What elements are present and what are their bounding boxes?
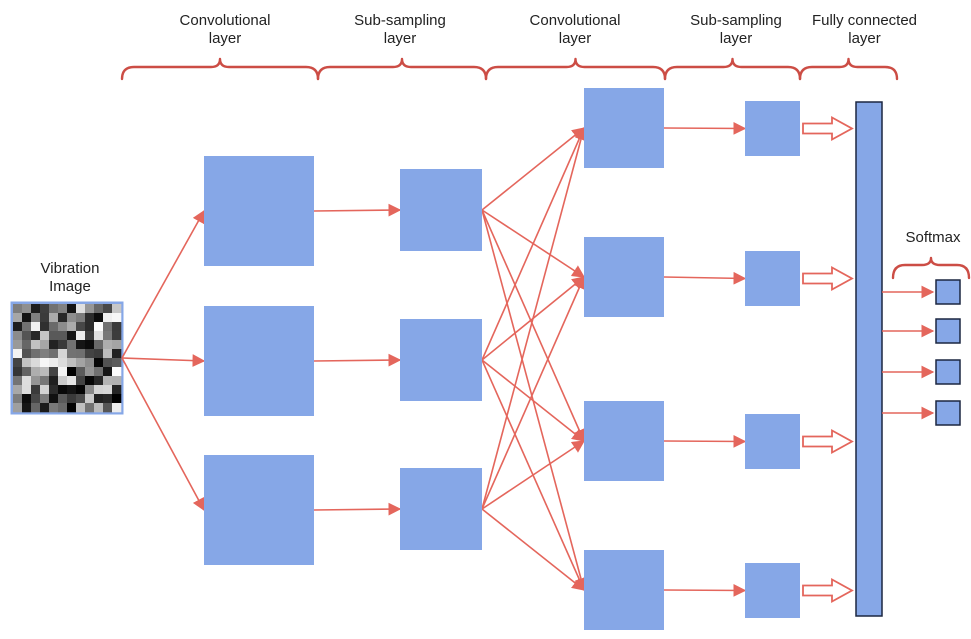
arrow-input-conv1-0 [121, 209, 205, 359]
header-sub1-line2: layer [383, 30, 417, 47]
softmax-output-2 [935, 359, 961, 385]
arrow-conv1-sub1-0 [313, 203, 402, 217]
input-label-line1: Vibration [40, 260, 100, 277]
conv1-feature-map-2 [204, 455, 314, 565]
header-conv2-line2: layer [558, 30, 592, 47]
conv2-feature-map-0 [584, 88, 664, 168]
brace-conv1 [120, 57, 320, 81]
header-fc-line1: Fully connected [811, 12, 918, 29]
header-sub2: Sub-sampling layer [666, 12, 806, 48]
arrow-sub1-2-conv2-0 [481, 126, 588, 510]
softmax-output-1 [935, 318, 961, 344]
hollow-arrow-fc-1 [802, 265, 854, 292]
header-sub1: Sub-sampling layer [325, 12, 475, 48]
brace-fc [798, 57, 899, 81]
brace-sub1 [316, 57, 488, 81]
brace-conv2 [484, 57, 667, 81]
conv2-feature-map-2 [584, 401, 664, 481]
sub2-feature-map-3 [745, 563, 800, 618]
conv2-feature-map-3 [584, 550, 664, 630]
header-sub2-line2: layer [719, 30, 753, 47]
input-label: Vibration Image [15, 260, 125, 296]
arrow-conv2-sub2-0 [663, 122, 747, 135]
arrow-conv1-sub1-2 [313, 502, 402, 516]
sub1-feature-map-1 [400, 319, 482, 401]
sub2-feature-map-2 [745, 414, 800, 469]
arrow-sub1-1-conv2-2 [481, 359, 586, 442]
arrow-sub1-0-conv2-0 [481, 127, 585, 211]
brace-softmax [891, 256, 971, 280]
conv1-feature-map-1 [204, 306, 314, 416]
arrow-conv2-sub2-3 [663, 584, 747, 597]
header-conv1-line2: layer [208, 30, 242, 47]
brace-sub2 [663, 57, 802, 81]
arrow-sub1-0-conv2-2 [481, 209, 586, 443]
conv1-feature-map-0 [204, 156, 314, 266]
softmax-output-3 [935, 400, 961, 426]
fully-connected-bar [855, 101, 883, 617]
arrow-conv2-sub2-1 [663, 271, 747, 285]
vibration-image [10, 301, 124, 415]
hollow-arrow-fc-3 [802, 577, 854, 604]
header-conv2-line1: Convolutional [529, 12, 621, 29]
sub1-feature-map-0 [400, 169, 482, 251]
header-conv2: Convolutional layer [500, 12, 650, 48]
header-fc-line2: layer [848, 30, 881, 47]
arrow-sub1-2-conv2-1 [481, 275, 586, 510]
hollow-arrow-fc-0 [802, 115, 854, 142]
arrow-conv1-sub1-1 [313, 353, 402, 367]
arrow-sub1-1-conv2-0 [481, 126, 586, 361]
arrow-input-conv1-1 [121, 354, 206, 367]
softmax-label: Softmax [905, 229, 961, 246]
sub2-feature-map-1 [745, 251, 800, 306]
header-sub1-line1: Sub-sampling [354, 12, 446, 29]
softmax-output-0 [935, 279, 961, 305]
hollow-arrow-fc-2 [802, 428, 854, 455]
header-conv1-line1: Convolutional [179, 12, 271, 29]
header-fc: Fully connected layer [792, 12, 937, 48]
arrow-input-conv1-2 [121, 357, 205, 512]
sub2-feature-map-0 [745, 101, 800, 156]
sub1-feature-map-2 [400, 468, 482, 550]
header-conv1: Convolutional layer [150, 12, 300, 48]
arrow-conv2-sub2-2 [663, 435, 747, 448]
conv2-feature-map-1 [584, 237, 664, 317]
input-label-line2: Image [49, 278, 91, 295]
arrow-sub1-2-conv2-3 [481, 508, 586, 591]
header-sub2-line1: Sub-sampling [690, 12, 782, 29]
arrow-sub1-2-conv2-2 [481, 440, 586, 510]
